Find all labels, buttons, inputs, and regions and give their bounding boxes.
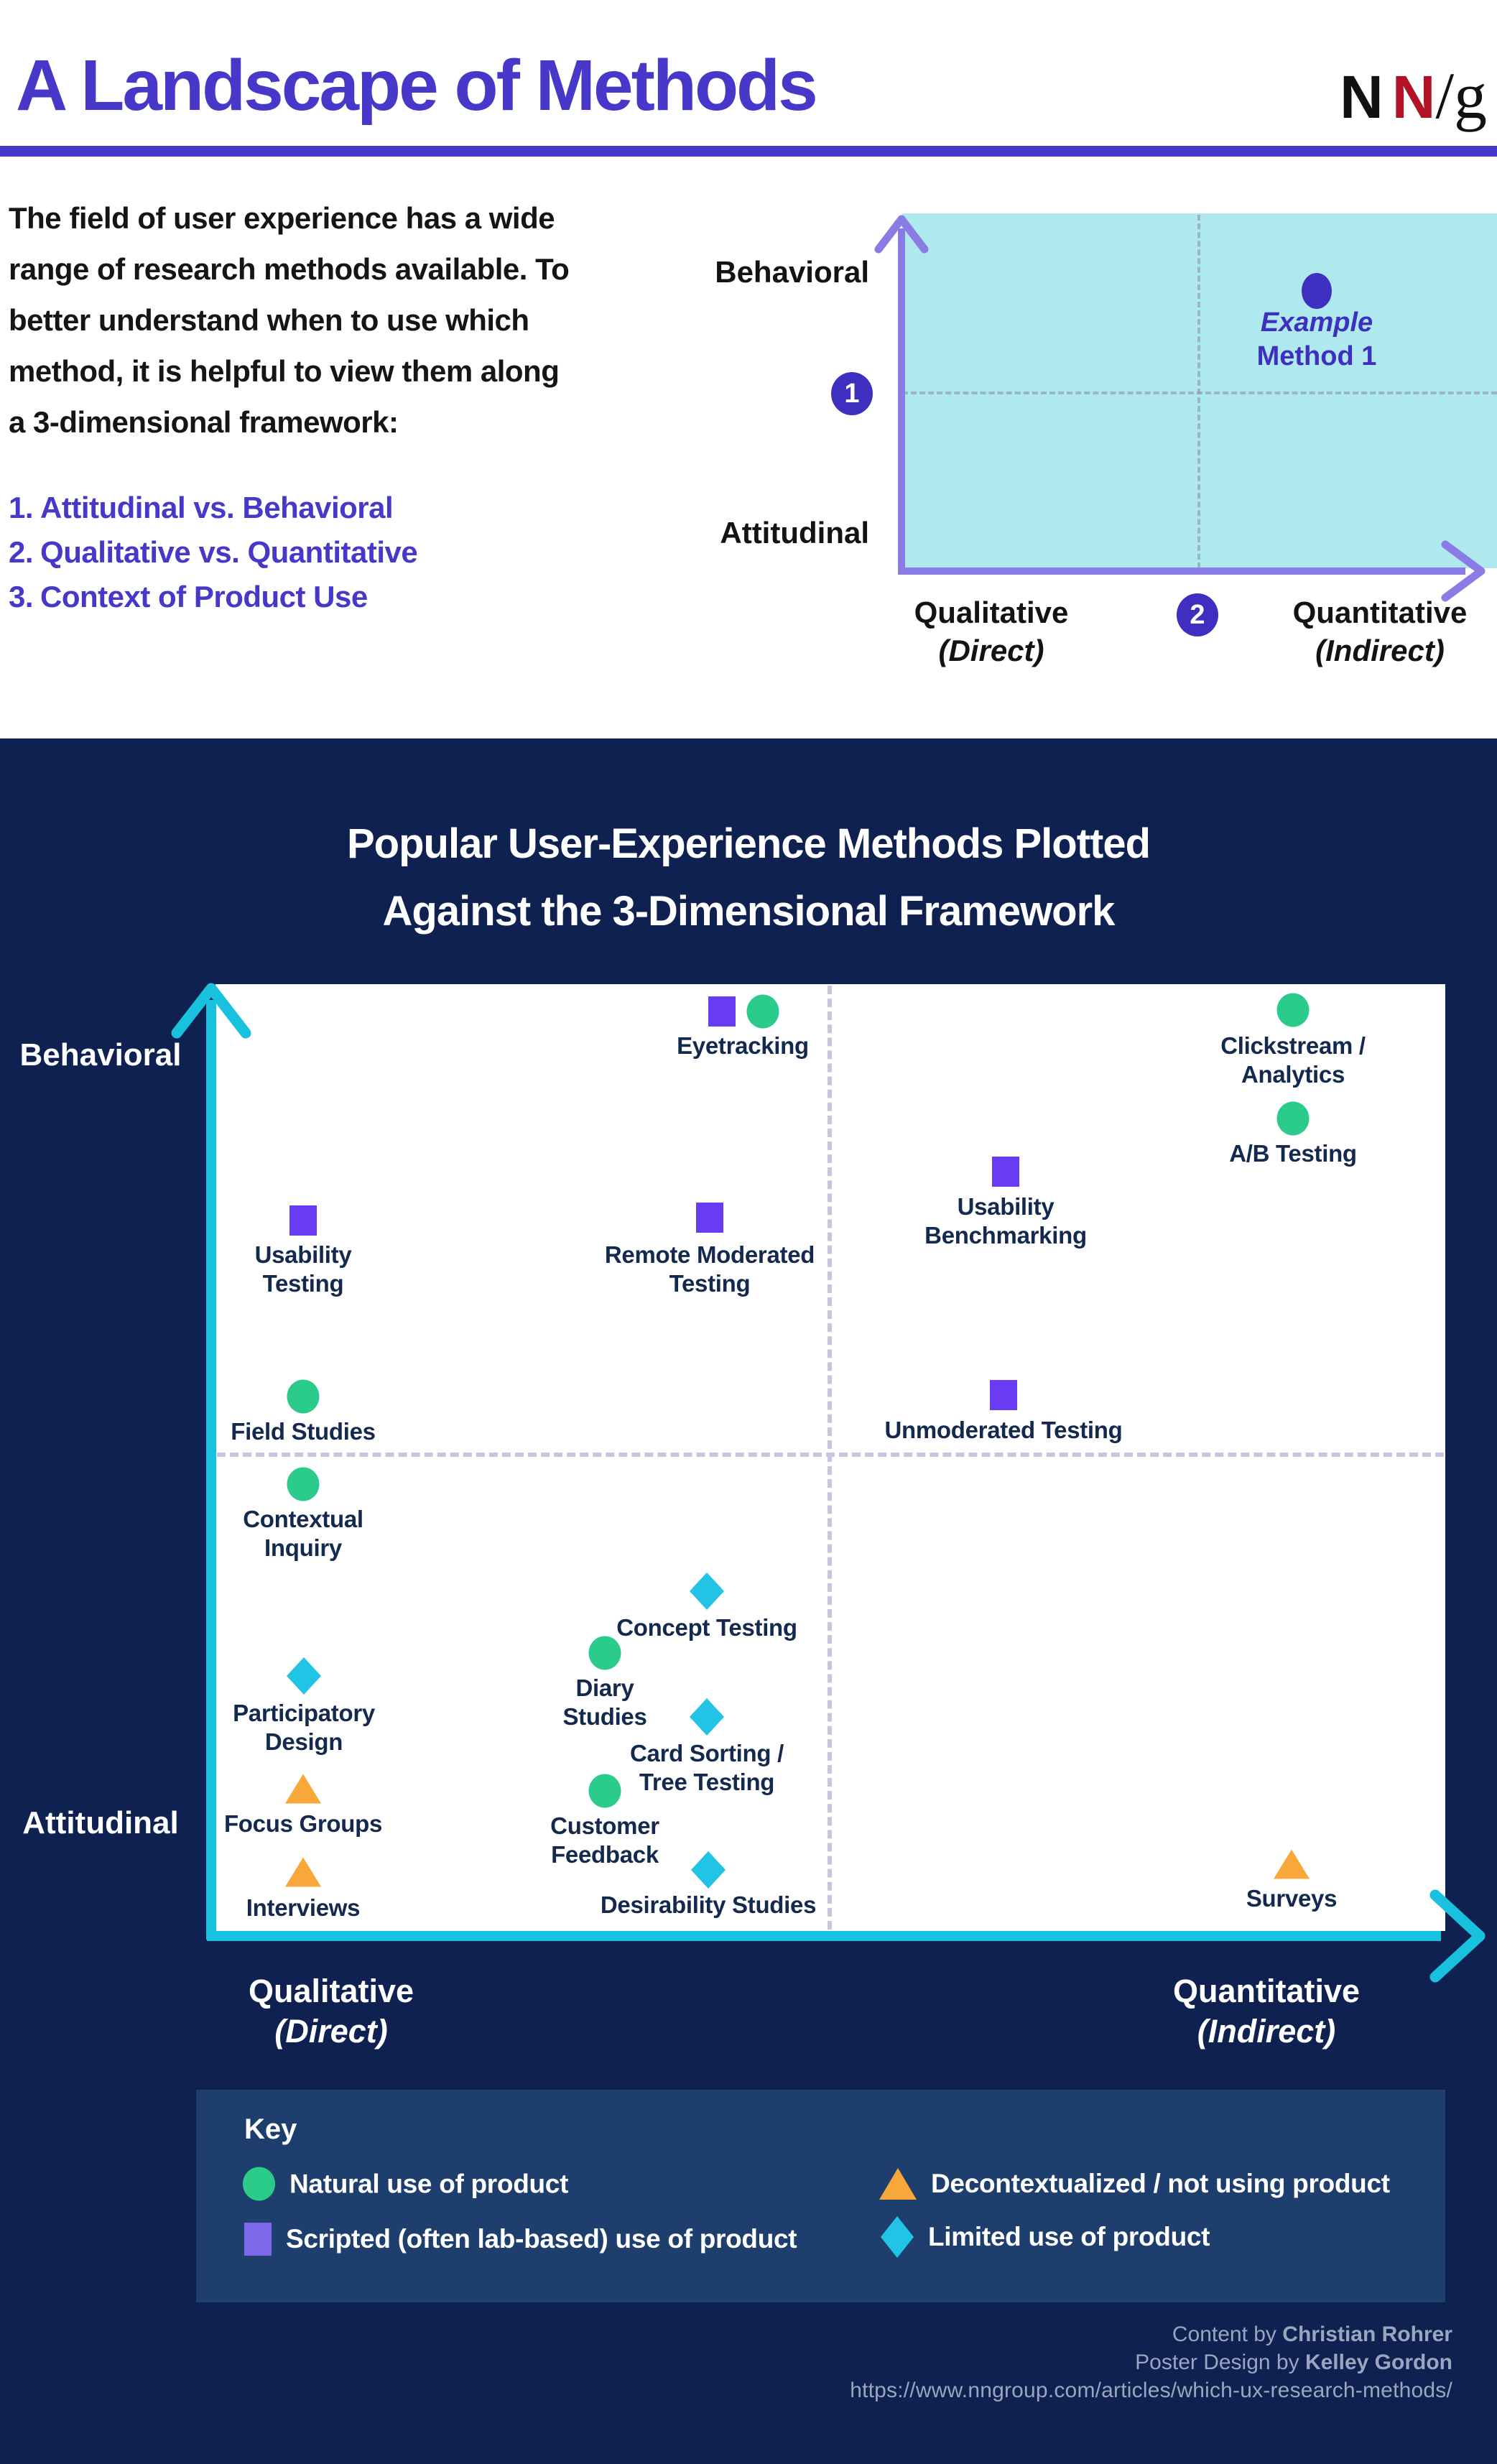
intro-paragraph: The field of user experience has a wide …	[9, 201, 570, 439]
key-item-label: Limited use of product	[928, 2222, 1210, 2251]
example-quantitative-label: Quantitative (Indirect)	[1292, 596, 1468, 667]
unmoderated-testing-label: Unmoderated Testing	[884, 1417, 1123, 1443]
key-item-square: Scripted (often lab-based) use of produc…	[244, 2223, 797, 2256]
square-icon	[244, 2223, 272, 2256]
usability-benchmarking-marker	[992, 1157, 1019, 1187]
example-dashed-vertical	[1197, 215, 1200, 568]
example-qualitative-label: Qualitative (Direct)	[914, 596, 1069, 667]
interviews-label: Interviews	[246, 1894, 361, 1921]
title-underline	[0, 146, 1497, 157]
footer-content-by: Content by Christian Rohrer	[1172, 2322, 1452, 2346]
example-behavioral-label: Behavioral	[715, 255, 869, 289]
example-attitudinal-label: Attitudinal	[720, 516, 869, 550]
usability-testing-marker	[289, 1205, 317, 1236]
card-sorting-tree-testing-label: Card Sorting /Tree Testing	[630, 1740, 784, 1795]
customer-feedback-marker	[588, 1774, 621, 1808]
logo-n2: N	[1391, 63, 1436, 131]
key-item-circle: Natural use of product	[243, 2167, 568, 2201]
key-box	[196, 2090, 1445, 2302]
dimension-item-1: 1.Attitudinal vs. Behavioral	[9, 491, 394, 524]
key-heading: Key	[244, 2113, 297, 2145]
field-studies-label: Field Studies	[231, 1418, 376, 1445]
clickstream-analytics-label: Clickstream /Analytics	[1220, 1032, 1366, 1088]
main-qualitative-label: Qualitative (Direct)	[248, 1973, 414, 2050]
example-method-point	[1302, 273, 1332, 309]
dimension-item-2: 2.Qualitative vs. Quantitative	[9, 535, 418, 569]
dimension-2-badge: 2	[1177, 593, 1218, 636]
unmoderated-testing-marker	[990, 1380, 1017, 1410]
focus-groups-label: Focus Groups	[223, 1810, 383, 1837]
main-behavioral-label: Behavioral	[19, 1037, 182, 1073]
field-studies-marker	[287, 1379, 320, 1414]
eyetracking-marker	[746, 994, 779, 1029]
desirability-studies-label: Desirability Studies	[600, 1891, 817, 1918]
logo-n1: N	[1340, 63, 1384, 131]
main-dashed-vertical	[828, 986, 832, 1930]
main-attitudinal-label: Attitudinal	[22, 1805, 179, 1840]
surveys-label: Surveys	[1246, 1885, 1338, 1912]
main-chart-title: Popular User-Experience Methods Plotted …	[346, 820, 1151, 935]
dimension-list: 1.Attitudinal vs. Behavioral 2.Qualitati…	[9, 486, 418, 619]
key-item-label: Scripted (often lab-based) use of produc…	[286, 2224, 797, 2254]
diamond-icon	[881, 2216, 914, 2258]
footer-credits: Content by Christian Rohrer Poster Desig…	[850, 2320, 1452, 2404]
clickstream-analytics-marker	[1276, 993, 1310, 1027]
remote-moderated-testing-marker	[696, 1203, 723, 1233]
key-item-label: Decontextualized / not using product	[931, 2169, 1390, 2198]
dimension-item-3: 3.Context of Product Use	[9, 580, 368, 613]
eyetracking-marker	[708, 996, 736, 1027]
diary-studies-marker	[588, 1636, 621, 1670]
triangle-icon	[879, 2168, 917, 2200]
footer-url[interactable]: https://www.nngroup.com/articles/which-u…	[850, 2379, 1452, 2402]
concept-testing-label: Concept Testing	[616, 1614, 797, 1641]
key-item-label: Natural use of product	[289, 2169, 569, 2198]
ab-testing-marker	[1276, 1101, 1310, 1136]
circle-icon	[243, 2167, 275, 2201]
contextual-inquiry-marker	[287, 1467, 320, 1501]
ab-testing-label: A/B Testing	[1229, 1140, 1357, 1167]
page-title: A Landscape of Methods	[16, 45, 818, 126]
key-item-triangle: Decontextualized / not using product	[879, 2168, 1390, 2200]
main-dashed-horizontal	[217, 1453, 1444, 1457]
main-quantitative-label: Quantitative (Indirect)	[1172, 1973, 1361, 2050]
key-item-diamond: Limited use of product	[881, 2216, 1210, 2258]
eyetracking-label: Eyetracking	[677, 1032, 809, 1059]
footer-design-by: Poster Design by Kelley Gordon	[1135, 2350, 1452, 2374]
dimension-1-badge: 1	[831, 372, 873, 415]
logo-slash-g: /g	[1435, 59, 1487, 132]
example-method-label: Example Method 1	[1256, 307, 1377, 371]
